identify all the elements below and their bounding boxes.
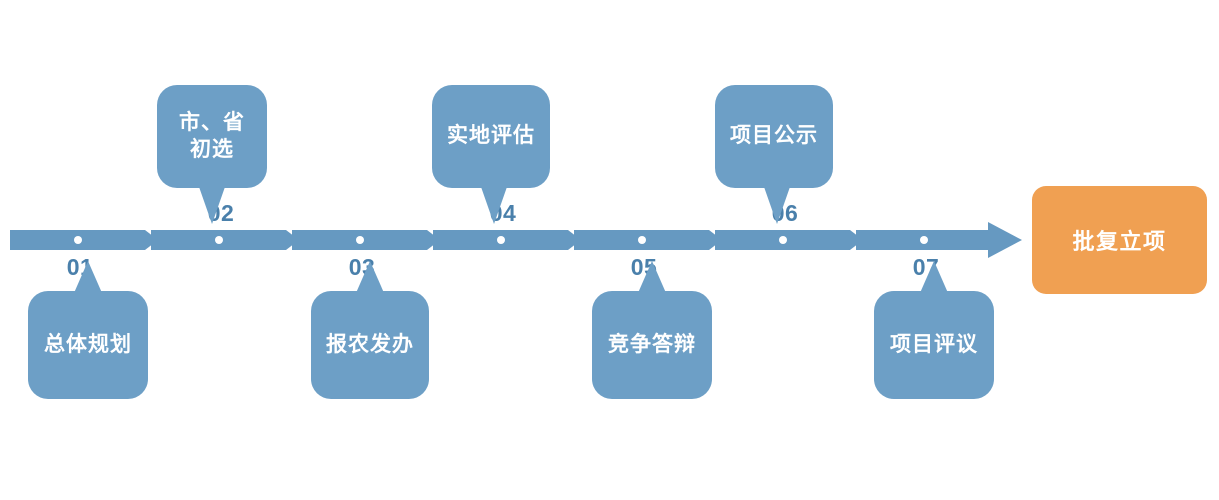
timeline-dot-7 xyxy=(920,236,928,244)
timeline-arrow-head-icon xyxy=(988,222,1022,258)
timeline-dot-1 xyxy=(74,236,82,244)
end-result-label: 批复立项 xyxy=(1072,229,1167,254)
callout-tail-2-icon xyxy=(198,184,226,224)
timeline-segment-4 xyxy=(433,230,581,250)
callout-label-3: 报农发办 xyxy=(326,332,414,356)
timeline-segment-6 xyxy=(715,230,863,250)
callout-tail-7-icon xyxy=(920,261,948,293)
callout-step-6[interactable]: 项目公示 xyxy=(715,85,833,188)
callout-tail-5-icon xyxy=(638,261,666,293)
end-result-box[interactable]: 批复立项 xyxy=(1032,186,1207,294)
callout-step-4[interactable]: 实地评估 xyxy=(432,85,550,188)
timeline-dot-3 xyxy=(356,236,364,244)
callout-label-6: 项目公示 xyxy=(730,124,818,148)
callout-tail-4-icon xyxy=(480,184,508,224)
callout-tail-1-icon xyxy=(74,261,102,293)
callout-step-2[interactable]: 市、省 初选 xyxy=(157,85,267,188)
timeline-segment-2 xyxy=(151,230,299,250)
timeline-dot-2 xyxy=(215,236,223,244)
callout-tail-3-icon xyxy=(356,261,384,293)
timeline-segment-5 xyxy=(574,230,722,250)
callout-step-5[interactable]: 竞争答辩 xyxy=(592,291,712,399)
timeline-bar xyxy=(0,222,1219,258)
callout-label-4: 实地评估 xyxy=(447,124,535,148)
callout-step-1[interactable]: 总体规划 xyxy=(28,291,148,399)
callout-step-7[interactable]: 项目评议 xyxy=(874,291,994,399)
timeline-dot-5 xyxy=(638,236,646,244)
callout-tail-6-icon xyxy=(763,184,791,224)
callout-step-3[interactable]: 报农发办 xyxy=(311,291,429,399)
timeline-dot-4 xyxy=(497,236,505,244)
timeline-dot-6 xyxy=(779,236,787,244)
callout-label-7: 项目评议 xyxy=(890,332,978,356)
callout-label-5: 竞争答辩 xyxy=(608,332,696,356)
timeline-segment-3 xyxy=(292,230,440,250)
callout-label-2: 市、省 初选 xyxy=(179,110,245,161)
callout-label-1: 总体规划 xyxy=(44,332,132,356)
timeline-segment-1 xyxy=(10,230,158,250)
